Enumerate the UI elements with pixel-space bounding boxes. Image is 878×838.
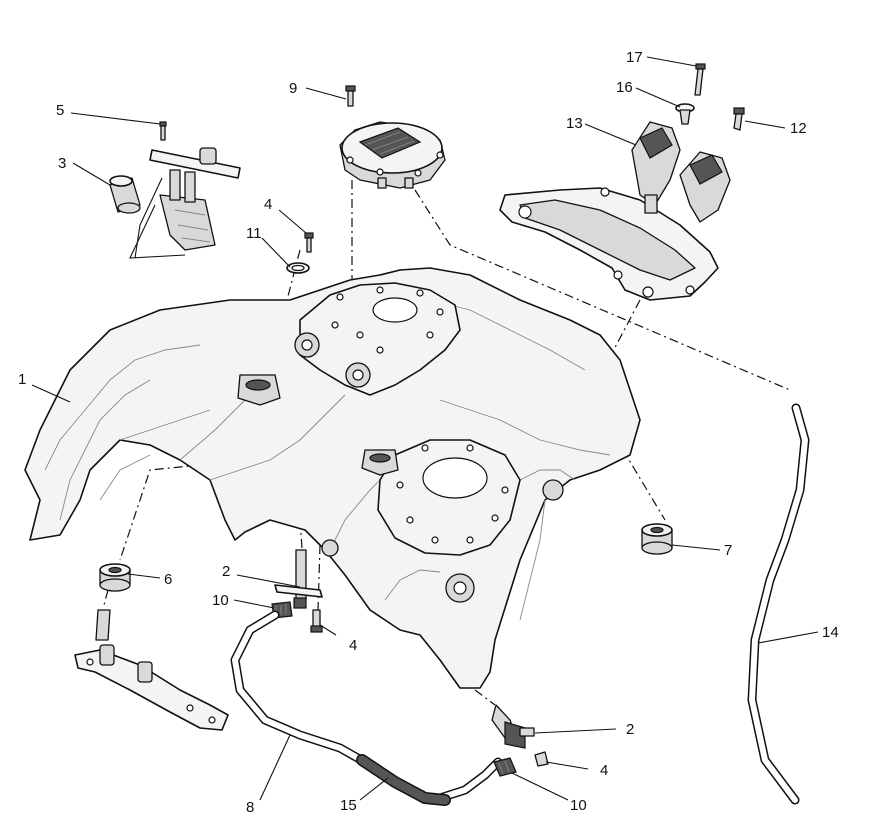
callout-10-left: 10 <box>212 592 229 609</box>
fuel-fitting-left <box>274 549 323 609</box>
callout-10-right: 10 <box>570 797 587 814</box>
pump-screw <box>159 121 167 141</box>
callout-9: 9 <box>289 80 297 97</box>
fuel-hose-sleeve-15 <box>356 754 451 806</box>
fuel-hose-8 <box>230 610 503 803</box>
fuel-pump-assembly <box>129 147 241 259</box>
cap-screw <box>345 85 356 107</box>
callout-5: 5 <box>56 102 64 119</box>
breather-hose-14 <box>747 403 810 805</box>
callout-6: 6 <box>164 571 172 588</box>
rubber-mount-6 <box>99 563 131 592</box>
callout-15: 15 <box>340 797 357 814</box>
callout-11: 11 <box>246 225 262 242</box>
callout-7: 7 <box>724 542 732 559</box>
callout-13: 13 <box>566 115 583 132</box>
callout-14: 14 <box>822 624 839 641</box>
callout-4-bottom: 4 <box>600 762 608 779</box>
bracket-washer-16 <box>675 103 695 125</box>
callout-labels: 1 2 2 3 4 4 4 5 6 7 8 9 10 10 11 12 13 1… <box>18 49 839 816</box>
bracket-rubber-mount <box>631 121 731 223</box>
tank-bracket <box>499 187 719 301</box>
front-mount-bracket <box>74 609 229 731</box>
callout-16: 16 <box>616 79 633 96</box>
callout-12: 12 <box>790 120 807 137</box>
fuel-tank <box>24 267 641 689</box>
callout-leaders <box>31 56 819 801</box>
callout-4-top: 4 <box>264 196 272 213</box>
callout-2-left: 2 <box>222 563 230 580</box>
callout-2-right: 2 <box>626 721 634 738</box>
pump-screw-4 <box>304 232 314 253</box>
pump-gasket <box>286 262 310 274</box>
callout-3: 3 <box>58 155 66 172</box>
fuel-filter <box>109 175 141 214</box>
screw-4-left <box>310 609 323 633</box>
rubber-mount-7 <box>641 523 673 555</box>
callout-17: 17 <box>626 49 643 66</box>
hose-clamp-right <box>493 757 517 777</box>
callout-1: 1 <box>18 371 26 388</box>
bracket-screw-12 <box>733 107 745 131</box>
bracket-screw-17 <box>694 63 706 96</box>
callout-8: 8 <box>246 799 254 816</box>
fuel-fitting-right <box>491 704 535 749</box>
screw-4-right <box>534 751 549 767</box>
callout-4-middle: 4 <box>349 637 357 654</box>
filler-cap <box>339 121 446 189</box>
